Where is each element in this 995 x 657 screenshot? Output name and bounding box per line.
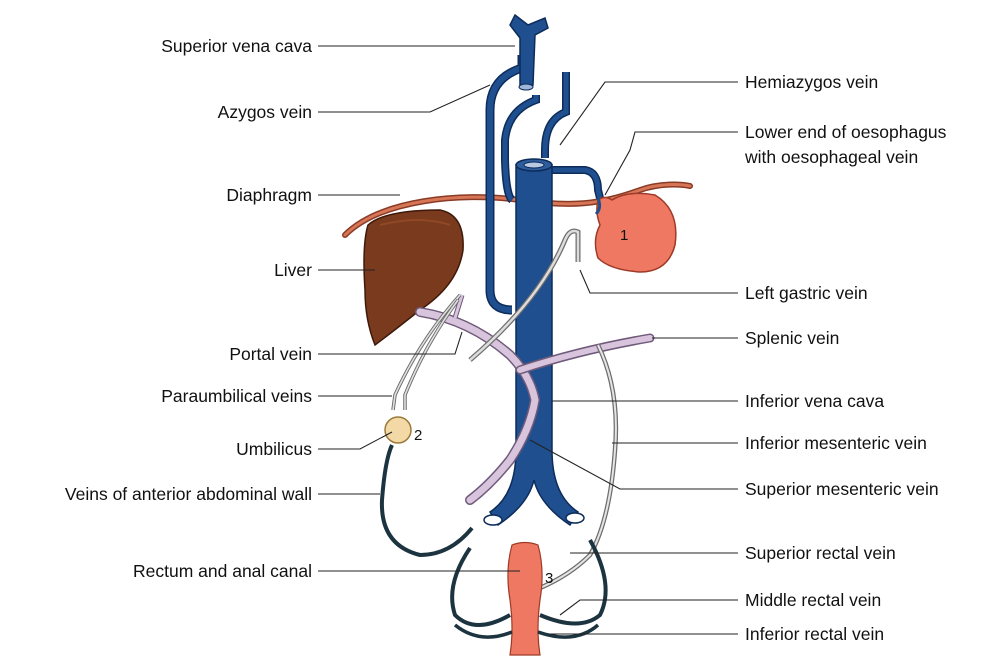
label-lower-end-of-oesophagus: Lower end of oesophagus xyxy=(745,122,947,142)
label-left-gastric-vein: Left gastric vein xyxy=(745,283,868,303)
label-veins-of-anterior-abdominal-wall: Veins of anterior abdominal wall xyxy=(65,484,312,504)
liver xyxy=(364,210,463,345)
rectum-anal-canal xyxy=(508,543,542,656)
stomach xyxy=(595,193,675,272)
label-superior-rectal-vein: Superior rectal vein xyxy=(745,543,896,563)
label-paraumbilical-veins: Paraumbilical veins xyxy=(161,386,312,406)
label-portal-vein: Portal vein xyxy=(229,344,312,364)
label-inferior-rectal-vein: Inferior rectal vein xyxy=(745,624,884,644)
superior-vena-cava xyxy=(510,15,548,90)
label-superior-mesenteric-vein: Superior mesenteric vein xyxy=(745,479,939,499)
label-liver: Liver xyxy=(274,260,312,280)
label-rectum-and-anal-canal: Rectum and anal canal xyxy=(133,561,312,581)
label-superior-vena-cava: Superior vena cava xyxy=(161,36,312,56)
label-hemiazygos-vein: Hemiazygos vein xyxy=(745,72,878,92)
label-azygos-vein: Azygos vein xyxy=(218,102,312,122)
umbilicus xyxy=(385,417,411,443)
site-number-2: 2 xyxy=(414,427,422,444)
label-with-oesophageal-vein: with oesophageal vein xyxy=(744,147,918,167)
site-number-3: 3 xyxy=(545,570,553,587)
label-splenic-vein: Splenic vein xyxy=(745,328,839,348)
label-inferior-mesenteric-vein: Inferior mesenteric vein xyxy=(745,433,927,453)
site-number-1: 1 xyxy=(620,227,628,244)
veins-of-anterior-abdominal-wall xyxy=(382,445,472,555)
label-inferior-vena-cava: Inferior vena cava xyxy=(745,391,884,411)
label-middle-rectal-vein: Middle rectal vein xyxy=(745,590,881,610)
label-diaphragm: Diaphragm xyxy=(226,185,312,205)
label-umbilicus: Umbilicus xyxy=(236,439,312,459)
